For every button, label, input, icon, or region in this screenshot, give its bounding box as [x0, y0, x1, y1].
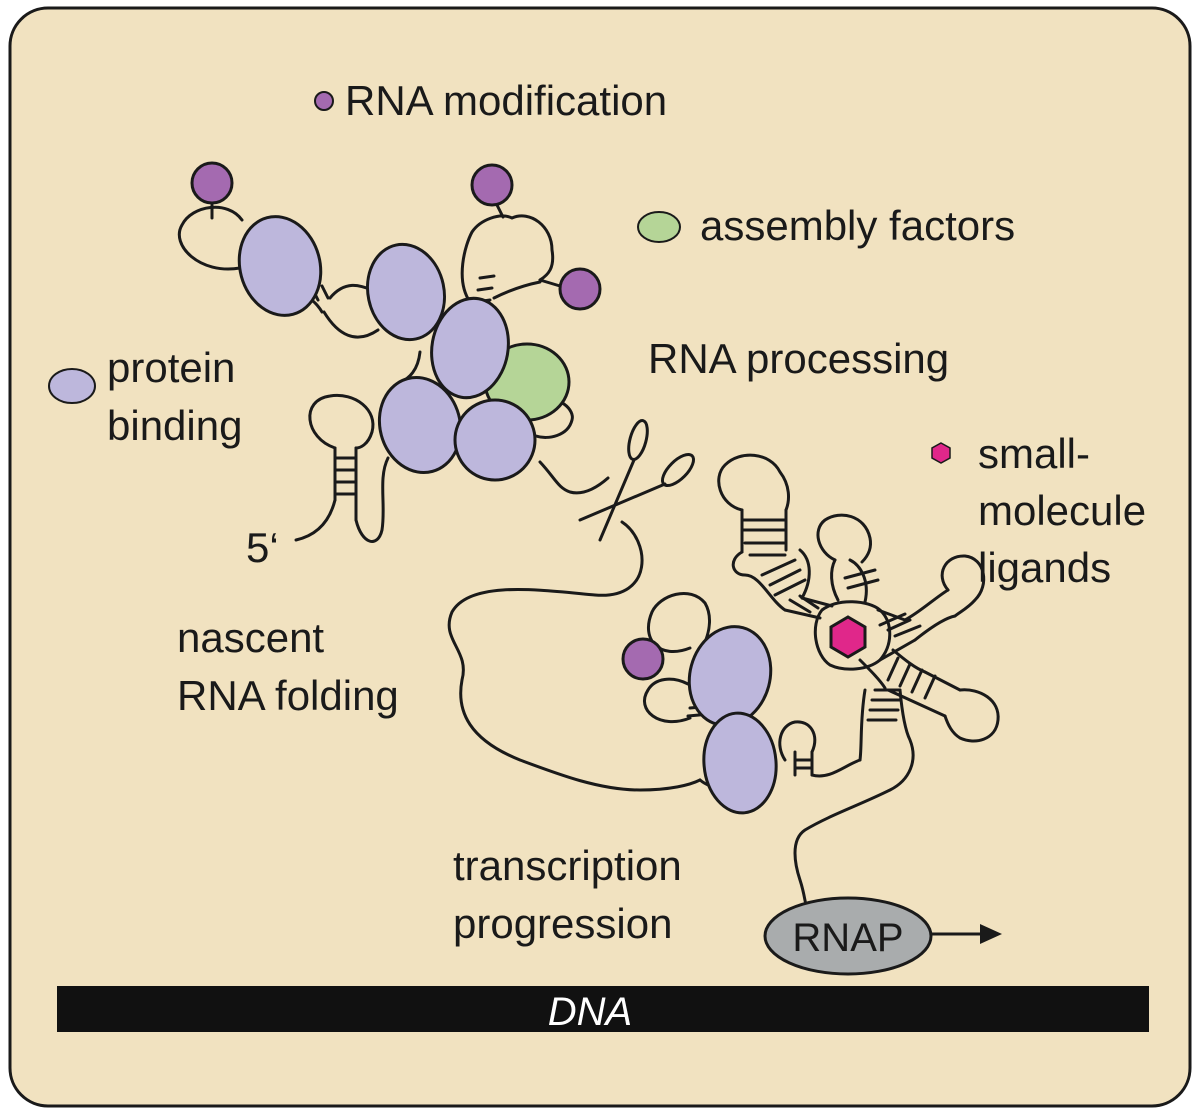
assembly-factors-label: assembly factors — [700, 202, 1015, 249]
five-prime-label: 5‘ — [246, 524, 279, 571]
hairpin-loop-small — [308, 393, 375, 450]
rna-5prime-strand — [294, 498, 337, 542]
protein-icon — [48, 368, 96, 404]
ligand-icon — [931, 442, 951, 464]
rna-modification-2 — [470, 163, 514, 207]
protein-1 — [237, 215, 323, 317]
rna-modification-label: RNA modification — [345, 77, 667, 124]
lower-rna-structure — [643, 453, 1000, 914]
rnap-polymerase — [763, 896, 933, 976]
nascent-rna-strand — [447, 520, 702, 792]
hairpin-loop-left — [177, 205, 244, 271]
protein-5 — [453, 398, 537, 482]
protein-2 — [366, 242, 446, 342]
nascent-folding-label-2: RNA folding — [177, 672, 399, 719]
nascent-folding-label-1: nascent — [177, 614, 324, 661]
protein-7 — [702, 711, 778, 815]
small-molecule-label-1: small- — [978, 430, 1090, 477]
rna-modification-4 — [621, 637, 665, 681]
assembly-factor-icon — [637, 211, 681, 243]
small-molecule-label-2: molecule — [978, 487, 1146, 534]
dna-bar — [57, 986, 1149, 1032]
transcription-progression-label-1: transcription — [453, 842, 682, 889]
rna-modification-3 — [558, 267, 602, 311]
protein-3 — [430, 296, 510, 400]
small-molecule-label-3: ligands — [978, 544, 1111, 591]
scissors-icon — [578, 419, 696, 542]
rna-modification-1 — [190, 161, 234, 205]
protein-4 — [377, 375, 463, 475]
rna-processing-label: RNA processing — [648, 335, 949, 382]
dna-label: DNA — [548, 990, 632, 1034]
protein-binding-label-2: binding — [107, 402, 242, 449]
rnap-label: RNAP — [792, 916, 903, 960]
arrow-right-icon — [931, 924, 1002, 944]
transcription-progression-label-2: progression — [453, 900, 672, 947]
hairpin-loop-right — [460, 214, 555, 304]
bound-ligand — [829, 615, 867, 659]
upper-rna-structure — [177, 203, 610, 543]
rna-modification-icon — [314, 91, 334, 111]
protein-binding-label-1: protein — [107, 344, 235, 391]
